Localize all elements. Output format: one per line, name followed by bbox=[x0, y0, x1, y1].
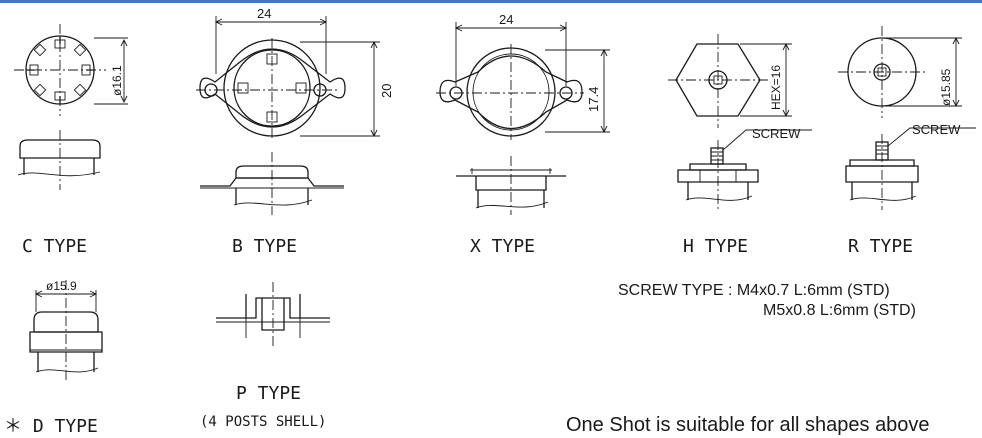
x-type-label: X TYPE bbox=[470, 236, 536, 257]
p-type-label: P TYPE bbox=[236, 383, 302, 404]
x-width-label: 24 bbox=[499, 12, 513, 27]
x-type-side-view bbox=[456, 156, 566, 215]
b-width-label: 24 bbox=[257, 6, 271, 21]
c-type-label: C TYPE bbox=[22, 236, 88, 257]
r-type-label: R TYPE bbox=[848, 236, 914, 257]
c-diameter-label: ø16.1 bbox=[110, 65, 124, 96]
d-type-label: ＊ D TYPE bbox=[4, 416, 98, 437]
r-type-top-view bbox=[838, 26, 962, 118]
x-height-label: 17.4 bbox=[586, 87, 601, 112]
h-type-top-view bbox=[668, 34, 792, 128]
b-height-label: 20 bbox=[379, 84, 394, 98]
screw-spec-line-1: SCREW TYPE : M4x0.7 L:6mm (STD) bbox=[618, 282, 890, 299]
screw-spec-line-2: M5x0.8 L:6mm (STD) bbox=[763, 302, 916, 319]
p-type-side-view bbox=[216, 282, 330, 348]
h-hex-label: HEX=16 bbox=[769, 65, 783, 110]
b-type-side-view bbox=[200, 152, 344, 215]
x-type-top-view bbox=[436, 22, 610, 140]
c-type-top-view bbox=[14, 24, 128, 116]
r-screw-label: SCREW bbox=[912, 122, 961, 137]
d-type-side-view bbox=[29, 280, 103, 380]
h-screw-label: SCREW bbox=[752, 126, 801, 141]
footer-note: One Shot is suitable for all shapes abov… bbox=[566, 414, 930, 436]
c-type-side-view bbox=[17, 130, 101, 190]
d-diameter-label: ø15.9 bbox=[46, 279, 77, 293]
top-rule bbox=[0, 0, 982, 3]
h-type-label: H TYPE bbox=[683, 236, 749, 257]
b-type-label: B TYPE bbox=[232, 236, 298, 257]
r-type-side-view bbox=[845, 127, 976, 210]
p-type-note: (4 POSTS SHELL) bbox=[200, 414, 327, 430]
b-type-top-view bbox=[196, 16, 380, 140]
h-type-side-view bbox=[677, 129, 812, 210]
r-diameter-label: ø15.85 bbox=[939, 68, 953, 106]
